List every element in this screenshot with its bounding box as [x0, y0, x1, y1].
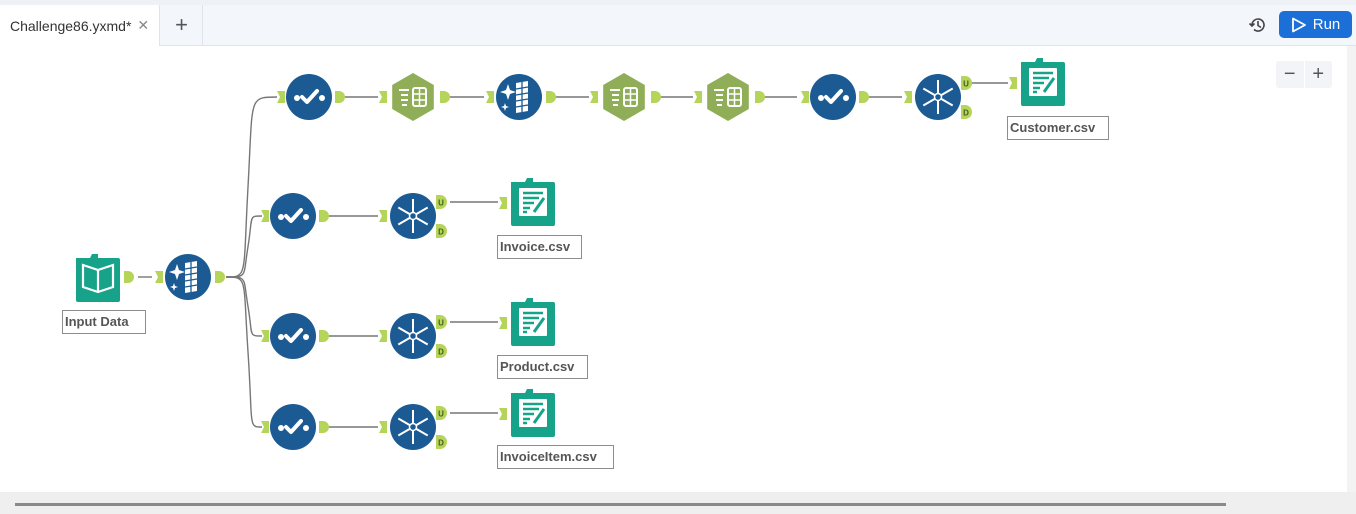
vertical-scrollbar[interactable]	[1347, 46, 1356, 492]
unique-output-anchor-d[interactable]: D	[436, 344, 447, 358]
output-label-invoice: Invoice.csv	[497, 235, 582, 259]
select-input-anchor[interactable]	[261, 210, 269, 222]
sample-output-anchor[interactable]	[755, 91, 765, 103]
select-tool[interactable]	[270, 404, 316, 450]
svg-text:D: D	[963, 109, 969, 118]
svg-text:U: U	[963, 80, 969, 89]
unique-output-anchor-u[interactable]: U	[436, 406, 447, 420]
unique-tool[interactable]	[390, 404, 436, 450]
input-data-tool[interactable]	[76, 254, 120, 302]
select-tool[interactable]	[270, 193, 316, 239]
unique-output-anchor-u[interactable]: U	[436, 315, 447, 329]
horizontal-scrollbar-thumb[interactable]	[15, 503, 1226, 506]
svg-text:D: D	[438, 348, 444, 357]
select-tool[interactable]	[810, 74, 856, 120]
connection[interactable]	[225, 96, 278, 278]
sample-input-anchor[interactable]	[694, 91, 702, 103]
select-output-anchor[interactable]	[335, 91, 345, 103]
run-label: Run	[1312, 16, 1341, 33]
multi-field-input-anchor[interactable]	[155, 271, 163, 283]
output-data-tool[interactable]	[511, 389, 555, 437]
sample-tool[interactable]	[707, 73, 749, 121]
select-output-anchor[interactable]	[859, 91, 869, 103]
select-output-anchor[interactable]	[319, 210, 329, 222]
sample-input-anchor[interactable]	[590, 91, 598, 103]
select-input-anchor[interactable]	[277, 91, 285, 103]
select-tool[interactable]	[270, 313, 316, 359]
zoom-out-button[interactable]: −	[1276, 61, 1305, 88]
connection[interactable]	[225, 215, 263, 278]
output-input-anchor[interactable]	[1009, 77, 1017, 89]
multi-field-output-anchor[interactable]	[546, 91, 556, 103]
history-icon[interactable]	[1248, 15, 1268, 35]
select-output-anchor[interactable]	[319, 330, 329, 342]
select-input-anchor[interactable]	[261, 421, 269, 433]
close-icon[interactable]: ✕	[137, 17, 150, 33]
svg-text:U: U	[438, 199, 444, 208]
connection[interactable]	[225, 276, 263, 428]
sample-tool[interactable]	[603, 73, 645, 121]
horizontal-scrollbar[interactable]	[0, 492, 1356, 514]
unique-output-anchor-d[interactable]: D	[961, 105, 972, 119]
output-data-tool[interactable]	[511, 298, 555, 346]
select-tool[interactable]	[286, 74, 332, 120]
select-output-anchor[interactable]	[319, 421, 329, 433]
unique-input-anchor[interactable]	[379, 210, 387, 222]
multi-field-formula-tool[interactable]	[165, 254, 211, 300]
select-input-anchor[interactable]	[261, 330, 269, 342]
svg-text:D: D	[438, 228, 444, 237]
unique-tool[interactable]	[390, 193, 436, 239]
sample-output-anchor[interactable]	[651, 91, 661, 103]
output-input-anchor[interactable]	[499, 197, 507, 209]
output-label-customer: Customer.csv	[1007, 116, 1109, 140]
svg-text:U: U	[438, 410, 444, 419]
run-button[interactable]: Run	[1279, 11, 1352, 38]
unique-input-anchor[interactable]	[379, 330, 387, 342]
select-input-anchor[interactable]	[801, 91, 809, 103]
connection[interactable]	[225, 276, 263, 337]
multi-field-formula-tool[interactable]	[496, 74, 542, 120]
unique-tool[interactable]	[390, 313, 436, 359]
output-input-anchor[interactable]	[499, 317, 507, 329]
workflow-canvas[interactable]: U D U D U D U D	[0, 46, 1347, 492]
unique-output-anchor-d[interactable]: D	[436, 435, 447, 449]
svg-text:U: U	[438, 319, 444, 328]
input-output-anchor[interactable]	[124, 271, 134, 283]
multi-field-output-anchor[interactable]	[215, 271, 225, 283]
tab-title: Challenge86.yxmd*	[10, 17, 132, 34]
zoom-controls: − +	[1276, 61, 1332, 88]
tab-workflow[interactable]: Challenge86.yxmd* ✕	[0, 5, 160, 46]
output-data-tool[interactable]	[1021, 58, 1065, 106]
multi-field-input-anchor[interactable]	[486, 91, 494, 103]
zoom-in-button[interactable]: +	[1312, 63, 1325, 85]
output-label-invoiceitem: InvoiceItem.csv	[497, 445, 614, 469]
new-tab-button[interactable]: +	[161, 5, 203, 45]
unique-output-anchor-d[interactable]: D	[436, 224, 447, 238]
tab-bar: Challenge86.yxmd* ✕ + Run	[0, 5, 1356, 46]
sample-tool[interactable]	[392, 73, 434, 121]
unique-output-anchor-u[interactable]: U	[961, 76, 972, 90]
output-label-product: Product.csv	[497, 355, 588, 379]
unique-tool[interactable]	[915, 74, 961, 120]
svg-text:D: D	[438, 439, 444, 448]
sample-input-anchor[interactable]	[379, 91, 387, 103]
play-icon	[1291, 17, 1306, 32]
unique-input-anchor[interactable]	[379, 421, 387, 433]
output-input-anchor[interactable]	[499, 408, 507, 420]
unique-output-anchor-u[interactable]: U	[436, 195, 447, 209]
window-top-border	[0, 0, 1356, 5]
output-data-tool[interactable]	[511, 178, 555, 226]
input-data-label: Input Data	[62, 310, 146, 334]
unique-input-anchor[interactable]	[904, 91, 912, 103]
sample-output-anchor[interactable]	[440, 91, 450, 103]
